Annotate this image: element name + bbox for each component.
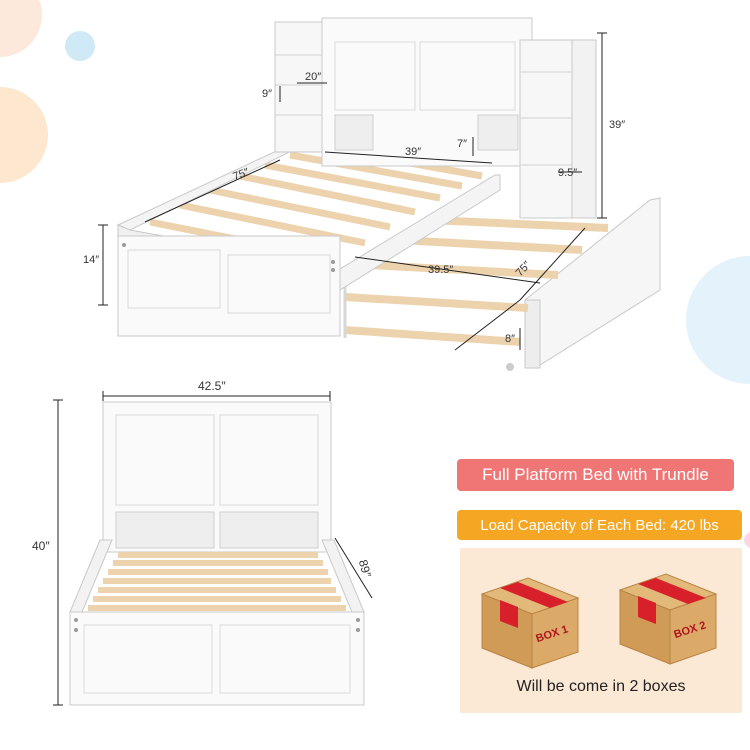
label-trundle-height: 8″	[505, 333, 515, 345]
front-cubby-left	[115, 511, 215, 549]
headboard-cubby-left	[334, 114, 374, 151]
decor-circle-peach-left	[0, 87, 48, 183]
front-headboard-inset-right	[219, 414, 319, 506]
front-dimension-lines	[53, 391, 373, 706]
trundle-slat	[344, 293, 529, 312]
label-shelf-width: 20″	[305, 71, 321, 83]
front-slat	[108, 569, 328, 575]
label-bed-length: 75″	[231, 166, 250, 183]
label-trundle-width: 39.5″	[428, 264, 453, 276]
front-slats	[88, 552, 346, 611]
label-overall-length: 89″	[356, 558, 374, 579]
front-slat	[88, 605, 346, 611]
dim-line-trundle-length	[519, 227, 586, 301]
bolt-cap	[331, 260, 335, 264]
trundle-slat	[344, 326, 521, 346]
front-footboard	[69, 611, 365, 706]
headboard-inset-left	[334, 41, 416, 111]
front-slat	[103, 578, 331, 584]
dim-line-trundle-diagonal	[454, 299, 521, 351]
decor-circle-blue-right	[686, 256, 750, 384]
dim-line-bed-width	[324, 151, 493, 164]
trundle-slat	[429, 216, 609, 232]
bolt-cap	[356, 628, 360, 632]
box-2: BOX 2	[618, 573, 718, 665]
headboard	[274, 17, 597, 219]
headboard-cubby-right	[477, 114, 519, 151]
bolt-cap	[331, 268, 335, 272]
dim-line-bed-length	[144, 159, 281, 223]
bolt-cap	[122, 243, 126, 247]
right-shelf-post	[571, 39, 597, 219]
bolt-cap	[356, 618, 360, 622]
box-1: BOX 1	[480, 577, 580, 669]
dimension-lines-top	[98, 32, 607, 351]
shipping-boxes: BOX 1 BOX 2	[480, 573, 718, 669]
label-bed-width: 39″	[405, 146, 421, 158]
front-footboard-inset-right	[219, 624, 351, 694]
boxes-caption: Will be come in 2 boxes	[516, 678, 686, 695]
headboard-inset-right	[419, 41, 516, 111]
load-capacity-badge: Load Capacity of Each Bed: 420 lbs	[457, 510, 742, 540]
decor-circle-pink-right	[744, 532, 750, 548]
label-overall-height: 40″	[32, 539, 50, 553]
front-cubby-right	[219, 511, 319, 549]
footboard-inset-left	[127, 249, 221, 309]
trundle-slat	[399, 236, 583, 254]
decor-circle-blue-small	[65, 31, 95, 61]
trundle-end-panel	[524, 299, 541, 369]
label-side-depth: 9.5″	[558, 167, 577, 179]
bed-front-view-illustration: 42.5″ 40″ 89″	[32, 380, 374, 706]
box-1-tape	[500, 582, 568, 608]
trundle-slat	[369, 261, 559, 279]
decor-circle-peach-top	[0, 0, 42, 57]
bed-slat	[209, 186, 391, 231]
front-footboard-inset-left	[83, 624, 213, 694]
front-headboard-inset-left	[115, 414, 215, 506]
bed-slat	[264, 161, 441, 202]
footboard	[117, 224, 341, 337]
label-overall-width: 42.5″	[198, 380, 226, 393]
trundle	[343, 197, 661, 371]
dim-line-trundle-width	[354, 256, 541, 284]
left-shelf-tower	[274, 21, 328, 153]
label-shelf-gap: 7″	[457, 138, 467, 150]
front-slat	[118, 552, 318, 558]
box-2-tape	[638, 578, 706, 604]
product-title-badge: Full Platform Bed with Trundle	[457, 459, 734, 491]
front-slat	[98, 587, 336, 593]
bolt-cap	[74, 628, 78, 632]
label-frame-height: 14″	[83, 254, 99, 266]
bed-slat	[239, 172, 416, 216]
footboard-inset-right	[227, 254, 331, 314]
label-headboard-height: 39″	[609, 119, 625, 131]
trundle-caster	[506, 363, 514, 371]
front-slat	[93, 596, 341, 602]
bed-slat	[289, 151, 463, 190]
box-1-tape-front	[500, 600, 518, 628]
bed-with-trundle-illustration: 20″ 9″ 39″ 39″ 7″ 9.5″ 75″ 14″ 39.5″ 75″…	[83, 17, 661, 371]
front-slat	[113, 560, 323, 566]
label-shelf-depth: 9″	[262, 88, 272, 100]
footboard-panel	[117, 235, 341, 337]
box-2-tape-front	[638, 596, 656, 624]
dim-line-overall-length	[334, 537, 373, 599]
bolt-cap	[74, 618, 78, 622]
shipping-boxes-panel: BOX 1 BOX 2 Will be come in 2 boxes	[460, 548, 742, 713]
